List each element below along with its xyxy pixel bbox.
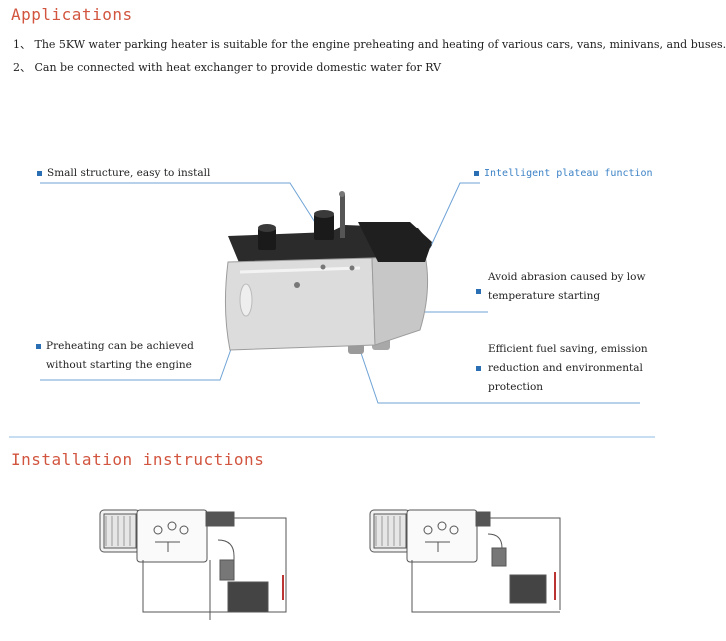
feature-small-structure: Small structure, easy to install [37,164,210,183]
feature-plateau-label: Intelligent plateau function [484,168,653,179]
installation-diagram-2 [369,509,561,613]
bullet-icon [37,170,42,176]
feature-abrasion-line1: Avoid abrasion caused by low [488,271,646,283]
installation-title: Installation instructions [11,450,265,469]
feature-preheat: Preheating can be achieved without start… [36,337,194,375]
installation-diagram-1 [99,509,287,620]
feature-abrasion-line2: temperature starting [488,290,601,302]
heater-unit [224,191,432,354]
application-item-1: 1、 The 5KW water parking heater is suita… [13,38,726,51]
application-item-2: 2、 Can be connected with heat exchanger … [13,61,442,74]
feature-plateau: Intelligent plateau function [474,164,653,183]
feature-fuel-line3: protection [488,381,544,393]
feature-preheat-line1: Preheating can be achieved [46,340,194,352]
bullet-icon [476,289,481,294]
feature-abrasion: Avoid abrasion caused by low temperature… [488,268,645,306]
feature-fuel-line2: reduction and environmental [488,362,643,374]
heater-illustration [9,182,655,620]
feature-preheat-line2: without starting the engine [46,359,192,371]
feature-small-structure-label: Small structure, easy to install [47,167,211,179]
bullet-icon [36,343,41,349]
applications-title: Applications [11,5,133,24]
feature-fuel-line1: Efficient fuel saving, emission [488,343,648,355]
feature-fuel: Efficient fuel saving, emission reductio… [488,340,648,397]
bullet-icon [474,170,479,176]
bullet-icon [476,366,481,371]
